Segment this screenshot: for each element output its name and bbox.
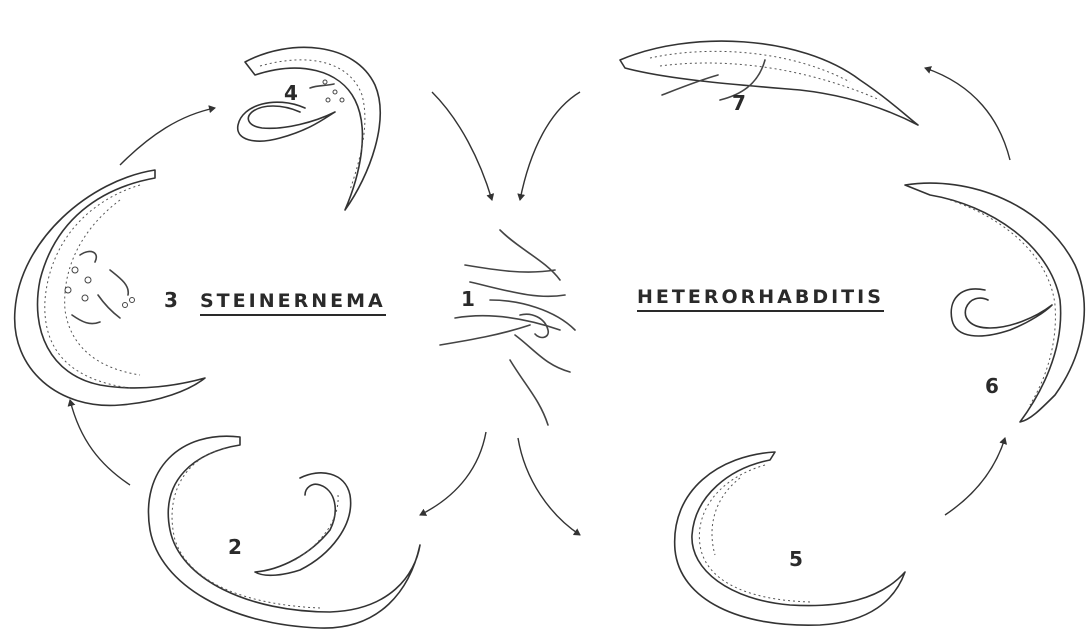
arrow-7-to-1	[520, 92, 580, 200]
arrow-2-to-3	[70, 400, 130, 485]
stage-7-heterorhabditis-adults	[620, 41, 918, 125]
stage-5-heterorhabditis-hermaphrodite	[675, 452, 905, 625]
stage-label-1: 1	[461, 288, 475, 310]
stage-2-steinernema-adults	[148, 436, 420, 628]
stage-label-7: 7	[732, 92, 746, 114]
stage-label-4: 4	[284, 82, 298, 104]
arrow-5-to-6	[945, 438, 1005, 515]
stage-label-2: 2	[228, 536, 242, 558]
genus-label-heterorhabditis: HETERORHABDITIS	[637, 286, 884, 312]
stage-label-3: 3	[164, 289, 178, 311]
genus-label-steinernema: STEINERNEMA	[200, 290, 386, 316]
arrow-1-to-5	[518, 438, 580, 535]
stage-label-5: 5	[789, 548, 803, 570]
stage-label-6: 6	[985, 375, 999, 397]
arrow-1-to-2	[420, 432, 486, 515]
stage-4-steinernema-adults	[238, 47, 380, 210]
stage-1-infective-juveniles	[440, 230, 575, 425]
arrow-3-to-4	[120, 108, 215, 165]
arrow-4-to-1	[432, 92, 492, 200]
arrow-6-to-7	[925, 68, 1010, 160]
